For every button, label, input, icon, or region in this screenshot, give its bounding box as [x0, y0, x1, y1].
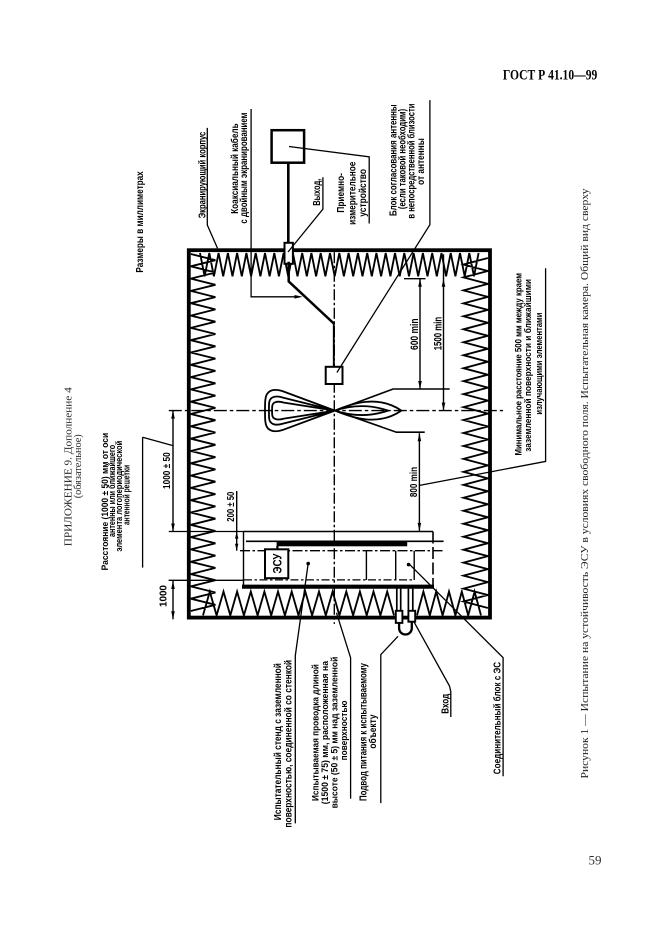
svg-text:антенны или ближайшего: антенны или ближайшего — [107, 445, 118, 537]
svg-text:Коаксиальный кабель: Коаксиальный кабель — [229, 123, 241, 213]
svg-text:поверхностью: поверхностью — [339, 701, 350, 761]
svg-text:Испытываемая проводка длиной: Испытываемая проводка длиной — [311, 664, 322, 801]
svg-text:измерительное: измерительное — [347, 161, 358, 225]
svg-text:Блок согласования антенны: Блок согласования антенны — [389, 104, 400, 216]
svg-text:200 ± 50: 200 ± 50 — [226, 491, 237, 521]
svg-text:в непосредственной близости: в непосредственной близости — [406, 104, 418, 219]
svg-text:Размеры в миллиметрах: Размеры в миллиметрах — [135, 171, 146, 273]
svg-text:ПРИЛОЖЕНИЕ 9. Дополнение 4: ПРИЛОЖЕНИЕ 9. Дополнение 4 — [63, 387, 75, 547]
svg-text:1500 min: 1500 min — [432, 317, 444, 351]
svg-text:Испытательный стенд с заземлен: Испытательный стенд с заземленной — [273, 663, 284, 820]
svg-text:от антенны: от антенны — [416, 138, 427, 185]
svg-text:Вход: Вход — [440, 693, 451, 714]
svg-text:ГОСТ Р 41.10—99: ГОСТ Р 41.10—99 — [503, 68, 597, 84]
svg-text:(1500 ± 75) мм, расположенная: (1500 ± 75) мм, расположенная на — [320, 660, 331, 804]
svg-text:Соединительный блок с ЭС: Соединительный блок с ЭС — [491, 662, 503, 774]
svg-text:ЭСУ: ЭСУ — [271, 553, 285, 573]
svg-text:800 min: 800 min — [408, 467, 420, 497]
svg-text:(обязательное): (обязательное) — [72, 434, 84, 498]
svg-text:элемента логопериодической: элемента логопериодической — [114, 441, 125, 552]
svg-text:заземленной поверхности и ближ: заземленной поверхности и ближайшими — [523, 279, 534, 452]
svg-text:излучающими элементами: излучающими элементами — [534, 312, 545, 414]
svg-text:высоте (50 ± 5) мм над заземле: высоте (50 ± 5) мм над заземленной — [330, 657, 341, 809]
svg-text:1000 ± 50: 1000 ± 50 — [162, 452, 173, 489]
svg-text:1000: 1000 — [159, 585, 170, 607]
svg-text:Минимальное расстояние 500 мм: Минимальное расстояние 500 мм между крае… — [514, 273, 525, 456]
svg-text:600 min: 600 min — [409, 318, 421, 350]
svg-text:с двойным экранированием: с двойным экранированием — [239, 113, 250, 224]
svg-text:Экранирующий корпус: Экранирующий корпус — [197, 131, 208, 218]
svg-text:антенной решетки: антенной решетки — [122, 465, 133, 525]
svg-text:Выход,: Выход, — [312, 178, 323, 205]
svg-text:59: 59 — [589, 853, 602, 868]
svg-text:объекту: объекту — [367, 714, 379, 749]
svg-text:устройство: устройство — [358, 169, 369, 217]
svg-text:Рисунок 1 — Испытание на устой: Рисунок 1 — Испытание на устойчивость ЭС… — [579, 188, 591, 779]
svg-text:Расстояние (1000 ± 50) мм от о: Расстояние (1000 ± 50) мм от оси — [100, 433, 111, 571]
svg-text:Приемно-: Приемно- — [336, 173, 347, 213]
svg-text:поверхностью, соединенной со с: поверхностью, соединенной со стенкой — [283, 660, 294, 828]
svg-text:Подвод питания к испытываемому: Подвод питания к испытываемому — [359, 663, 370, 801]
svg-text:(если таковой необходим): (если таковой необходим) — [396, 109, 408, 209]
